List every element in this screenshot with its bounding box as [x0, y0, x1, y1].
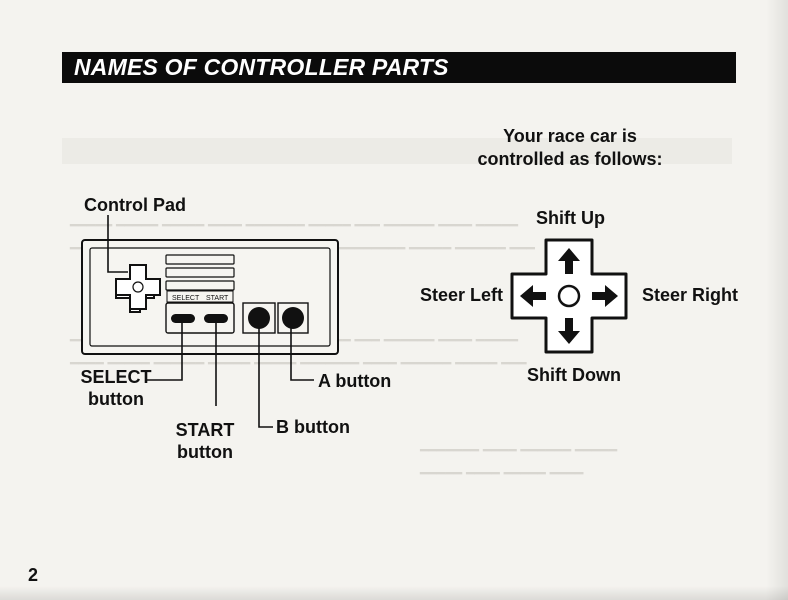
steer-left-arrow-icon	[520, 285, 546, 307]
steer-right-arrow-icon	[592, 285, 618, 307]
dpad-cross	[510, 238, 628, 354]
b-button-leader	[258, 318, 273, 428]
shift-down-arrow-icon	[558, 318, 580, 344]
a-button-housing	[277, 302, 309, 334]
page-number: 2	[28, 565, 39, 585]
intro-line-1: Your race car is	[503, 126, 637, 146]
shift-up-arrow-icon	[558, 248, 580, 274]
shift-down-label: Shift Down	[527, 365, 621, 385]
section-banner: NAMES OF CONTROLLER PARTS	[62, 52, 736, 83]
center-stripe	[165, 254, 235, 265]
panel-select-text: SELECT	[172, 295, 200, 302]
bleed-through-banner	[62, 138, 732, 164]
center-stripe	[165, 267, 235, 278]
panel-start-text: START	[206, 295, 229, 302]
a-button	[282, 307, 304, 329]
start-button-label-line-1: START	[175, 420, 235, 440]
select-button	[171, 314, 195, 323]
select-start-label-strip	[166, 290, 234, 303]
select-button-label-line-1: SELECT	[80, 367, 152, 387]
center-stripe	[165, 280, 235, 291]
dpad-center-circle	[557, 284, 581, 308]
select-leader	[146, 320, 183, 381]
start-button-label-line-2: button	[177, 442, 233, 462]
shift-up-label: Shift Up	[536, 208, 605, 228]
intro-line-2: controlled as follows:	[477, 149, 663, 169]
page-bottom-shadow	[0, 586, 788, 600]
a-button-leader	[290, 318, 314, 381]
select-button-label-line-2: button	[88, 389, 144, 409]
b-button	[248, 307, 270, 329]
page-edge-shadow	[766, 0, 788, 600]
b-button-label: B button	[276, 417, 350, 437]
a-button-label: A button	[318, 371, 392, 391]
steer-left-label: Steer Left	[420, 285, 504, 305]
controller-face	[89, 247, 331, 347]
section-title: NAMES OF CONTROLLER PARTS	[74, 54, 449, 80]
select-start-panel	[165, 302, 235, 334]
control-pad-leader	[107, 215, 128, 273]
steer-right-label: Steer Right	[642, 285, 739, 305]
start-button	[204, 314, 228, 323]
control-pad-label: Control Pad	[84, 195, 186, 215]
